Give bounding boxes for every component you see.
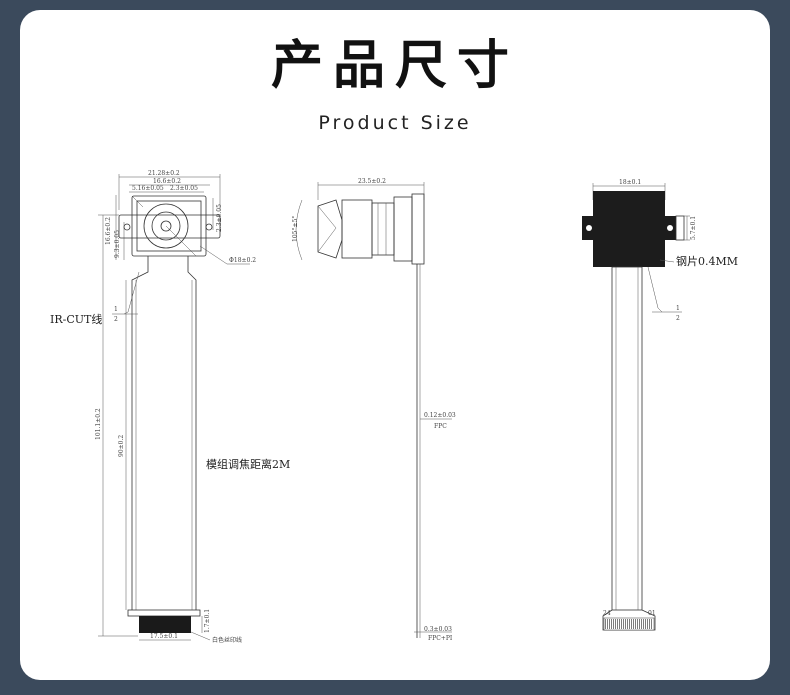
connector-pins	[603, 617, 655, 631]
label-focus: 模组调焦距离2M	[206, 457, 290, 471]
dim-hole: Φ18±0.2	[229, 257, 256, 264]
label-side-bottom: FPC+PI	[428, 635, 453, 642]
dim-back-height: 5.7±0.1	[690, 216, 697, 240]
pin-01: 01	[648, 610, 656, 617]
dim-lens-offset2: 2.3±0.05	[170, 185, 198, 192]
front-pin-b: 2	[114, 316, 118, 323]
dim-length-total: 101.1±0.2	[95, 408, 102, 440]
product-size-card: 产品尺寸 Product Size 21.28±0.2 16.6±0.2 5.1…	[20, 10, 770, 680]
label-steel: 钢片0.4MM	[676, 255, 738, 268]
side-view: 23.5±0.2 105°±5° 0.12±0.03 FPC 0.3±0.03 …	[292, 178, 456, 642]
page-subtitle: Product Size	[318, 112, 472, 134]
page-title: 产品尺寸	[270, 36, 519, 96]
dim-side-height: 16.6±0.2	[105, 217, 112, 245]
back-view: 18±0.1 5.7±0.1 钢片0.4MM 1 2	[582, 179, 738, 631]
dim-lens-offset: 5.16±0.05	[132, 185, 164, 192]
dim-side-height2: 9.3±0.05	[114, 230, 121, 258]
dim-side-bottom: 0.3±0.03	[424, 626, 452, 633]
connector	[139, 616, 191, 633]
dim-side-right: 2.3±0.05	[216, 204, 223, 232]
label-fpc: FPC	[434, 423, 447, 430]
dim-width-total: 21.28±0.2	[148, 170, 180, 177]
front-view: 21.28±0.2 16.6±0.2 5.16±0.05 2.3±0.05 16…	[50, 170, 290, 644]
label-ircut: IR-CUT线	[50, 312, 102, 326]
front-pin-a: 1	[114, 306, 118, 313]
dim-fpc-thickness: 0.12±0.03	[424, 412, 456, 419]
dim-angle: 105°±5°	[292, 216, 299, 242]
pin-24: 24	[603, 610, 611, 617]
dim-back-width: 18±0.1	[619, 179, 641, 186]
dim-length-fpc: 90±0.2	[118, 435, 125, 457]
dim-connector-height: 1.7±0.1	[204, 609, 211, 633]
dim-width-holder: 16.6±0.2	[153, 178, 181, 185]
back-pin-a: 1	[676, 305, 680, 312]
dim-connector-width: 17.5±0.1	[150, 633, 178, 640]
label-silkscreen: 白色丝印线	[212, 636, 242, 644]
back-pin-b: 2	[676, 315, 680, 322]
technical-drawing: 21.28±0.2 16.6±0.2 5.16±0.05 2.3±0.05 16…	[50, 170, 738, 644]
dim-side-length: 23.5±0.2	[358, 178, 386, 185]
